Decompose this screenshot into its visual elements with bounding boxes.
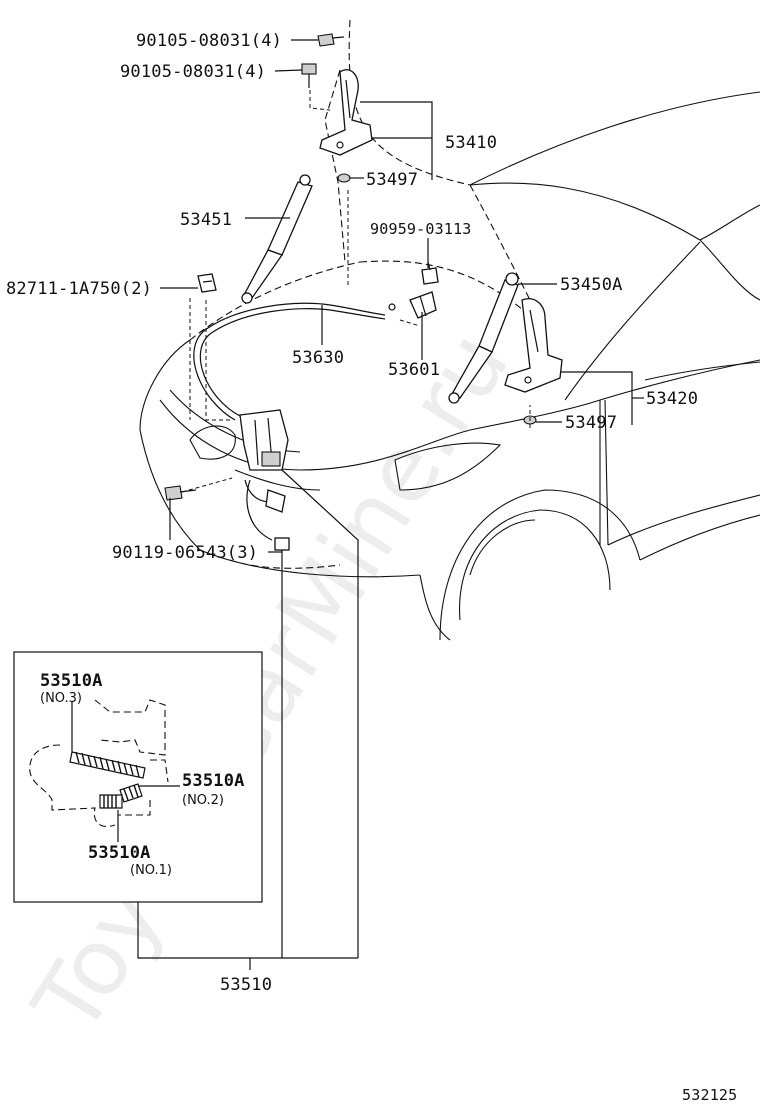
inset-sub-no2: (NO.2) xyxy=(182,793,224,808)
hood-lever-53601-part xyxy=(409,291,437,319)
hood-lock-assembly-53510-part xyxy=(239,409,290,551)
inset-sub-no3: (NO.3) xyxy=(40,691,82,706)
inset-label-no2: 53510A xyxy=(182,771,245,791)
label-90959: 90959-03113 xyxy=(370,220,472,238)
hood-hinge-53410-part xyxy=(319,69,373,183)
label-53510: 53510 xyxy=(220,975,272,995)
label-53450A: 53450A xyxy=(560,275,623,295)
label-53497-lower: 53497 xyxy=(565,413,617,433)
label-53420: 53420 xyxy=(646,389,698,409)
label-90105-top: 90105-08031(4) xyxy=(136,31,282,51)
inset-label-no1: 53510A xyxy=(88,843,151,863)
hood-support-53451-part xyxy=(241,174,313,304)
car-body-outline xyxy=(139,19,760,641)
inset-label-no3: 53510A xyxy=(40,671,103,691)
label-53601: 53601 xyxy=(388,360,440,380)
clip-82711-part xyxy=(197,273,217,293)
spring-no3 xyxy=(69,751,146,779)
bolt-90105-top-part xyxy=(317,33,345,47)
label-53451: 53451 xyxy=(180,210,232,230)
label-53630: 53630 xyxy=(292,348,344,368)
diagram-id: 532125 xyxy=(682,1086,737,1104)
label-90105-bottom: 90105-08031(4) xyxy=(120,62,266,82)
inset-box: 53510A (NO.3) 53510A (NO.2) 53510A (NO.1… xyxy=(13,651,263,903)
bolt-90105-bottom-part xyxy=(301,63,317,88)
alignment-guides xyxy=(181,90,531,493)
spring-no2 xyxy=(119,783,143,803)
bolt-90119-part xyxy=(164,485,197,501)
label-53410: 53410 xyxy=(445,133,497,153)
spring-no1 xyxy=(99,794,123,809)
part-labels: 90105-08031(4) 90105-08031(4) 53410 5349… xyxy=(6,31,737,1104)
hood-lock-control-cable-53630-part xyxy=(193,302,396,421)
clip-90959-part xyxy=(421,261,439,285)
hood-support-53450A-part xyxy=(448,272,519,404)
label-82711: 82711-1A750(2) xyxy=(6,279,152,299)
leader-lines xyxy=(137,39,644,970)
label-53497-upper: 53497 xyxy=(366,170,418,190)
inset-sub-no1: (NO.1) xyxy=(130,863,172,878)
label-90119: 90119-06543(3) xyxy=(112,543,258,563)
